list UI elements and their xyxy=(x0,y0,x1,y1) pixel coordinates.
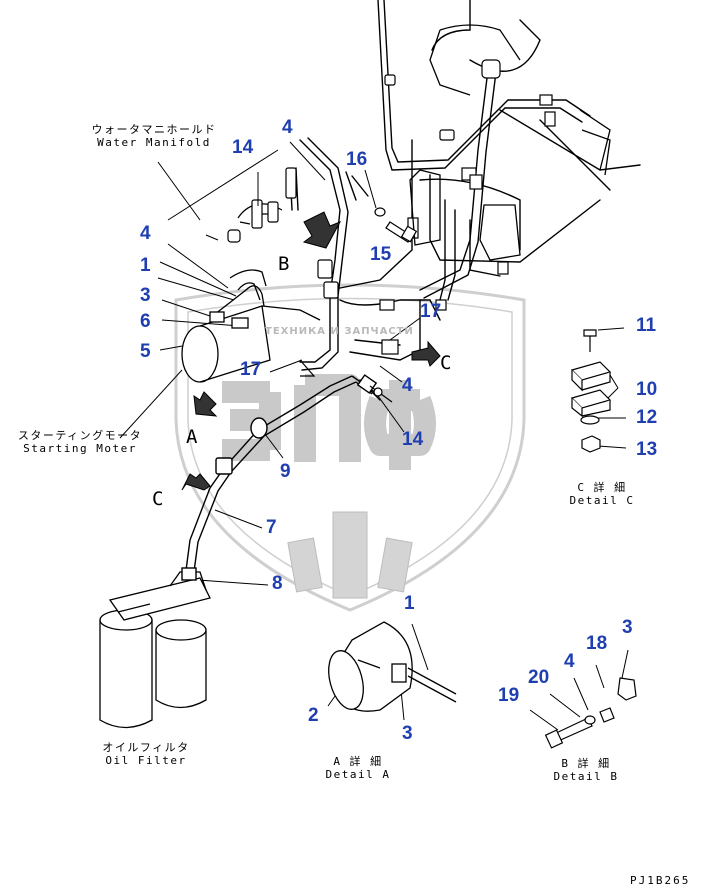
detail-c-parts xyxy=(570,329,612,453)
callout-11: 11 xyxy=(636,315,657,336)
sensor-14 xyxy=(299,359,393,403)
callout-3-left: 3 xyxy=(140,285,151,306)
detail-a-caption: A 詳 細 Detail A xyxy=(318,755,398,781)
engine-harness xyxy=(289,0,641,401)
callout-17-right: 17 xyxy=(420,301,442,322)
oil-filter xyxy=(99,571,211,729)
callout-3-detail-a: 3 xyxy=(402,723,413,744)
engine-block xyxy=(409,24,611,261)
water-manifold xyxy=(227,167,297,243)
water-manifold-en: Water Manifold xyxy=(97,135,211,149)
oil-filter-en: Oil Filter xyxy=(105,753,187,767)
drawing-code: PJ1B265 xyxy=(630,874,691,887)
detail-b-caption: B 詳 細 Detail B xyxy=(546,757,626,783)
callout-1-detail-a: 1 xyxy=(404,593,415,614)
callout-16: 16 xyxy=(346,149,368,170)
callout-5: 5 xyxy=(140,341,151,362)
callout-13: 13 xyxy=(636,439,658,460)
callout-9: 9 xyxy=(280,461,291,482)
detail-a-en: Detail A xyxy=(325,767,391,781)
water-manifold-jp: ウォータマニホールド xyxy=(91,123,217,136)
callout-19: 19 xyxy=(498,685,520,706)
callout-4-mid: 4 xyxy=(402,375,413,396)
detail-b-jp: B 詳 細 xyxy=(561,757,611,770)
oil-filter-caption: オイルフィルタ Oil Filter xyxy=(96,741,196,767)
callout-3-detail-b: 3 xyxy=(622,617,633,638)
starting-motor-jp: スターティングモータ xyxy=(17,429,143,442)
callout-6: 6 xyxy=(140,311,151,332)
detail-a-jp: A 詳 細 xyxy=(333,755,383,768)
view-letter-b: B xyxy=(278,253,290,275)
callout-14-top: 14 xyxy=(232,137,254,158)
callout-4-top: 4 xyxy=(282,117,293,138)
detail-c-jp: C 詳 細 xyxy=(577,481,627,494)
watermark-text: ТЕХНИКА И ЗАПЧАСТИ xyxy=(265,326,414,337)
callout-8: 8 xyxy=(272,573,283,594)
watermark-logo xyxy=(174,283,526,612)
callout-1-left: 1 xyxy=(140,255,151,276)
detail-b-en: Detail B xyxy=(553,769,619,783)
detail-b-parts xyxy=(544,677,637,749)
callout-15: 15 xyxy=(370,244,392,265)
water-manifold-caption: ウォータマニホールド Water Manifold xyxy=(84,123,224,149)
detail-a-parts xyxy=(328,621,457,712)
detail-c-en: Detail C xyxy=(569,493,635,507)
callout-14-mid: 14 xyxy=(402,429,424,450)
harness-clamps xyxy=(317,59,556,355)
bolt-15 xyxy=(374,207,418,243)
view-arrows xyxy=(181,211,441,491)
view-letter-c-left: C xyxy=(152,488,164,510)
callout-17-left: 17 xyxy=(240,359,262,380)
callout-18: 18 xyxy=(586,633,608,654)
callout-20: 20 xyxy=(528,667,550,688)
view-letter-a: A xyxy=(186,426,198,448)
callout-2-detail-a: 2 xyxy=(308,705,319,726)
oil-filter-jp: オイルフィルタ xyxy=(102,741,190,754)
callout-10: 10 xyxy=(636,379,658,400)
callout-7: 7 xyxy=(266,517,277,538)
callout-4-left: 4 xyxy=(140,223,151,244)
view-letter-c-main: C xyxy=(440,352,452,374)
callout-4-detail-b: 4 xyxy=(564,651,575,672)
starting-motor-en: Starting Moter xyxy=(23,441,137,455)
detail-c-caption: C 詳 細 Detail C xyxy=(562,481,642,507)
starting-motor xyxy=(181,269,321,383)
callout-12: 12 xyxy=(636,407,658,428)
pipe-7 xyxy=(181,374,381,581)
starting-motor-caption: スターティングモータ Starting Moter xyxy=(0,429,160,455)
